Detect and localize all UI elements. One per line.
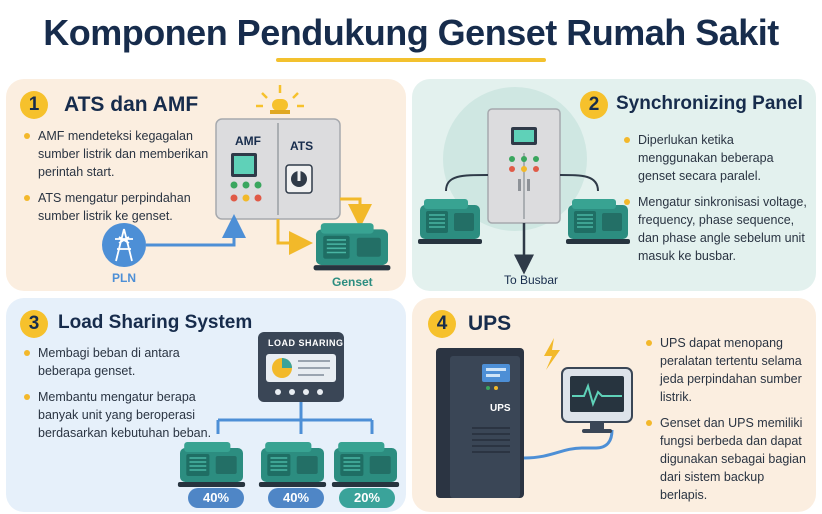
bullet-item: Genset dan UPS memiliki fungsi berbeda d…: [646, 414, 812, 504]
genset-icon: [312, 222, 392, 272]
genset-icon: [177, 441, 246, 488]
ats-amf-diagram: [102, 85, 392, 272]
page-title: Komponen Pendukung Genset Rumah Sakit: [43, 12, 779, 53]
bullet-item: UPS dapat menopang peralatan tertentu se…: [646, 334, 812, 406]
panel-number-badge: 1: [20, 91, 48, 119]
controller-label: LOAD SHARING: [268, 338, 344, 348]
control-cabinet: [215, 118, 341, 220]
panel-load-sharing: 3 Load Sharing System Membagi beban di a…: [6, 298, 406, 512]
bullet-item: ATS mengatur perpindahan sumber listrik …: [24, 189, 212, 225]
cable: [445, 174, 489, 192]
ups-unit-label: UPS: [490, 403, 511, 414]
share-badge: 40%: [188, 488, 244, 508]
share-badge: 40%: [268, 488, 324, 508]
bullet-item: Mengatur sinkronisasi voltage, frequency…: [624, 193, 810, 265]
panel-title: ATS dan AMF: [64, 93, 199, 116]
cable: [559, 174, 599, 192]
alarm-light-icon: [256, 85, 304, 114]
sync-cabinet: [487, 108, 561, 224]
share-badge: 20%: [339, 488, 395, 508]
bullet-list: Membagi beban di antara beberapa genset.…: [24, 344, 220, 450]
panel-title: Synchronizing Panel: [616, 93, 803, 114]
ups-diagram: [436, 338, 633, 498]
busbar-label: To Busbar: [504, 273, 559, 287]
panel-number-badge: 4: [428, 310, 456, 338]
panel-title: UPS: [468, 312, 512, 335]
genset-label: Genset: [332, 275, 373, 289]
bullet-item: AMF mendeteksi kegagalan sumber listrik …: [24, 127, 212, 181]
bullet-list: UPS dapat menopang peralatan tertentu se…: [646, 334, 812, 512]
panel-title: Load Sharing System: [58, 312, 253, 333]
title-underline: [276, 58, 546, 62]
ups-unit: [436, 348, 524, 498]
load-sharing-controller: [258, 332, 344, 402]
ups-cable: [523, 429, 614, 460]
panel-ats-amf: 1 ATS dan AMF AMF mendeteksi kegagalan s…: [6, 79, 406, 291]
bullet-item: Diperlukan ketika menggunakan beberapa g…: [624, 131, 810, 185]
panel-synchronizing: 2 Synchronizing Panel Diperlukan ketika …: [412, 79, 816, 291]
sync-diagram: [417, 87, 631, 275]
pln-tower-icon: [102, 223, 146, 267]
pln-to-cabinet-arrow: [146, 214, 246, 247]
panel-number-badge: 3: [20, 310, 48, 338]
genset-icon: [417, 198, 483, 245]
panel-number-badge: 2: [580, 91, 608, 119]
bullet-list: Diperlukan ketika menggunakan beberapa g…: [624, 131, 810, 273]
load-sharing-diagram: [177, 332, 400, 488]
panel-ups: 4 UPS UPS UPS dapat menopang peralatan t…: [412, 298, 816, 512]
distribution-lines: [216, 402, 374, 434]
cabinet-to-genset-arrow: [276, 219, 313, 255]
amf-label: AMF: [235, 134, 261, 148]
bullet-item: Membagi beban di antara beberapa genset.: [24, 344, 220, 380]
genset-icon: [258, 441, 327, 488]
patient-monitor-icon: [561, 367, 633, 433]
ats-label: ATS: [290, 139, 314, 153]
bullet-item: Membantu mengatur berapa banyak unit yan…: [24, 388, 220, 442]
genset-icon: [565, 198, 631, 245]
pln-label: PLN: [112, 271, 136, 285]
cabinet-to-genset-arrow-2: [340, 197, 372, 228]
genset-icon: [331, 441, 400, 488]
lightning-icon: [544, 338, 560, 370]
bullet-list: AMF mendeteksi kegagalan sumber listrik …: [24, 127, 212, 233]
